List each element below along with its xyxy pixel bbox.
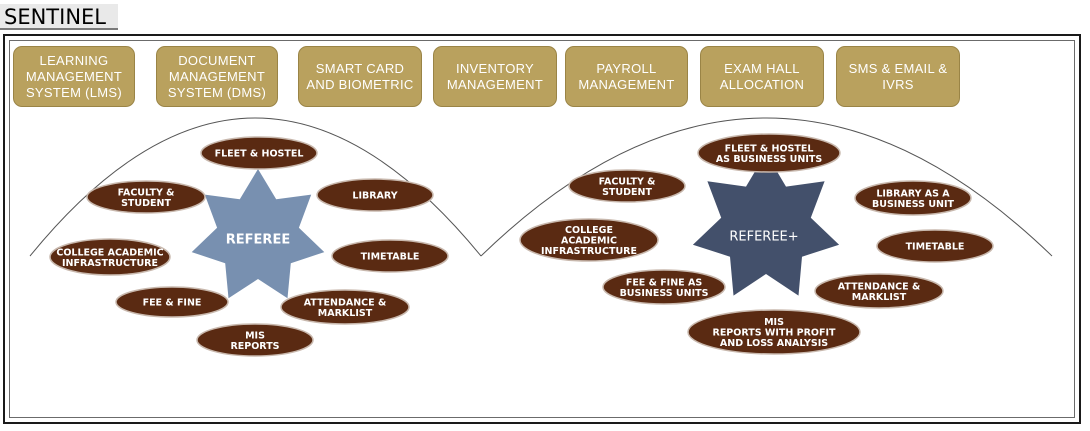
referee-node-faculty-student[interactable]: FACULTY &STUDENT xyxy=(86,180,206,214)
referee-node-label: FACULTY &STUDENT xyxy=(118,187,175,209)
referee-plus-center-label: REFEREE+ xyxy=(729,230,798,245)
referee-node-label: TIMETABLE xyxy=(361,252,420,263)
referee-plus-node-attendance[interactable]: ATTENDANCE &MARKLIST xyxy=(814,273,944,309)
referee-node-label: ATTENDANCE &MARKLIST xyxy=(304,297,386,319)
referee-node-label: LIBRARY xyxy=(352,191,397,202)
referee-center-label: REFEREE xyxy=(226,233,290,248)
referee-plus-node-label: ATTENDANCE &MARKLIST xyxy=(838,281,920,303)
app-title: SENTINEL xyxy=(0,4,118,30)
referee-plus-node-timetable[interactable]: TIMETABLE xyxy=(876,229,994,263)
module-exam-hall-button[interactable]: EXAM HALL ALLOCATION xyxy=(700,46,824,107)
module-lms-button[interactable]: LEARNING MANAGEMENT SYSTEM (LMS) xyxy=(13,46,135,107)
module-bar: LEARNING MANAGEMENT SYSTEM (LMS) DOCUMEN… xyxy=(0,0,1090,110)
referee-node-fleet-hostel[interactable]: FLEET & HOSTEL xyxy=(200,136,318,170)
referee-node-label: FLEET & HOSTEL xyxy=(215,149,304,160)
referee-plus-star-icon xyxy=(692,153,840,296)
referee-plus-arc xyxy=(480,117,1053,257)
module-inventory-button[interactable]: INVENTORY MANAGEMENT xyxy=(433,46,557,107)
referee-star-icon xyxy=(191,169,325,299)
referee-node-attendance[interactable]: ATTENDANCE &MARKLIST xyxy=(280,289,410,325)
module-dms-button[interactable]: DOCUMENT MANAGEMENT SYSTEM (DMS) xyxy=(156,46,278,107)
referee-plus-node-faculty-student[interactable]: FACULTY &STUDENT xyxy=(568,169,686,203)
referee-node-label: FEE & FINE xyxy=(143,298,202,309)
module-smart-card-button[interactable]: SMART CARD AND BIOMETRIC xyxy=(298,46,422,107)
module-payroll-button[interactable]: PAYROLL MANAGEMENT xyxy=(565,46,688,107)
referee-node-fee-fine[interactable]: FEE & FINE xyxy=(115,286,229,318)
referee-plus-node-label: FACULTY &STUDENT xyxy=(599,176,656,198)
referee-node-timetable[interactable]: TIMETABLE xyxy=(331,239,449,273)
outer-frame xyxy=(3,34,1081,424)
referee-node-library[interactable]: LIBRARY xyxy=(316,178,434,212)
module-sms-email-button[interactable]: SMS & EMAIL & IVRS xyxy=(836,46,960,107)
inner-frame xyxy=(9,40,1075,418)
referee-plus-node-label: TIMETABLE xyxy=(906,242,965,253)
